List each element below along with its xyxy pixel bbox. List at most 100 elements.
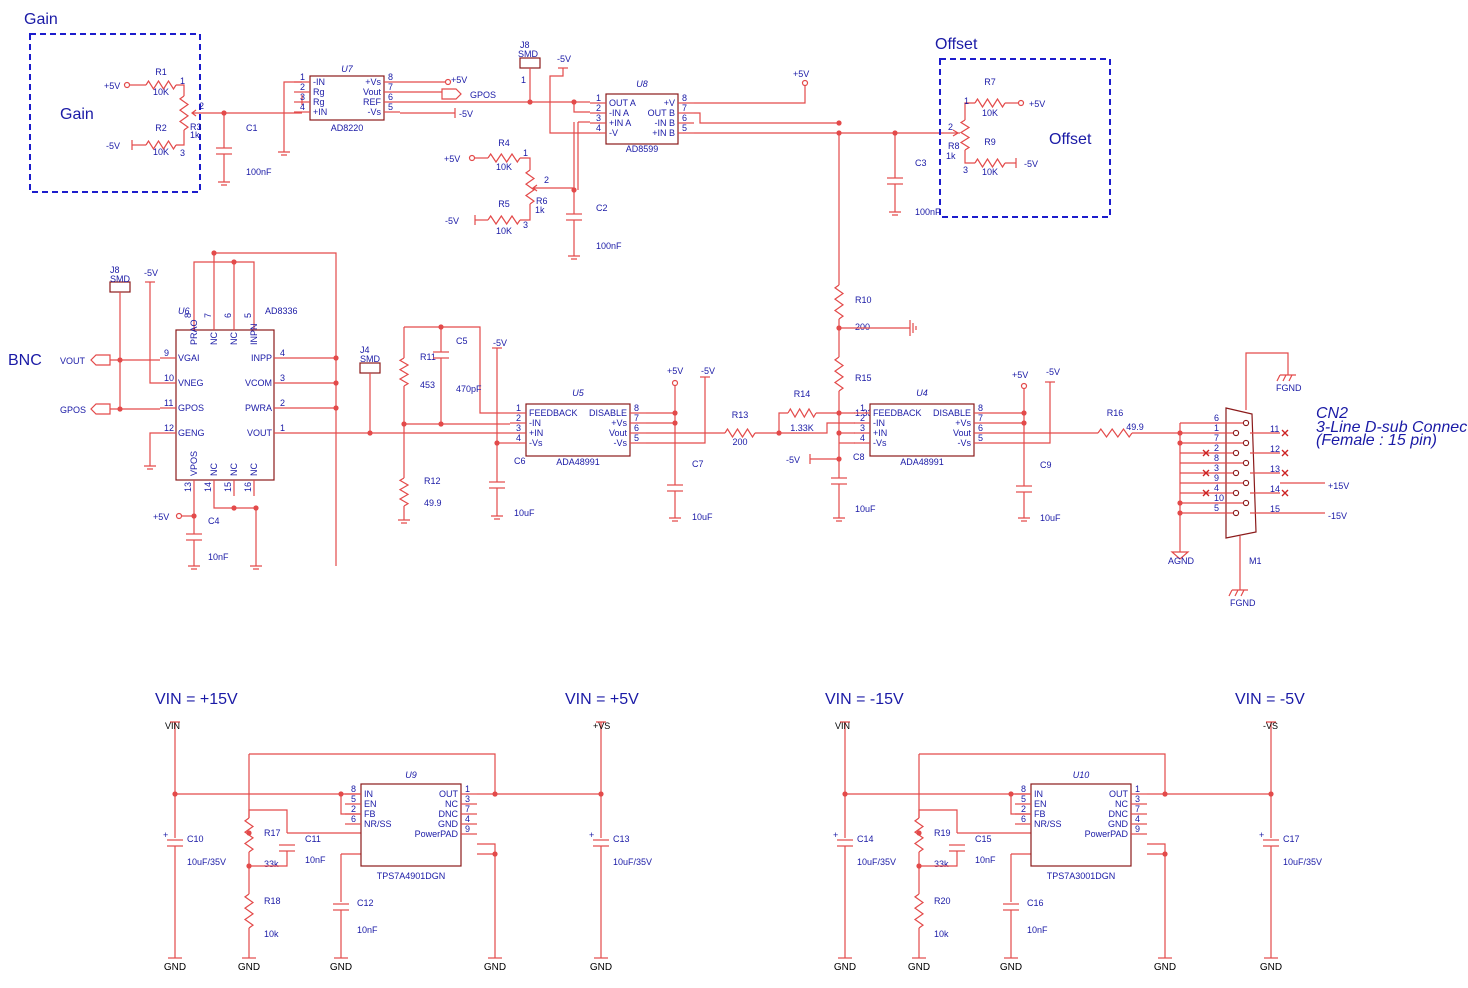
bnc-label: BNC — [8, 352, 42, 369]
resistor-value: 10K — [153, 87, 169, 97]
pin-number: 4 — [280, 348, 285, 358]
pot-value: 1k — [535, 205, 545, 215]
pin-name: +IN B — [652, 128, 675, 138]
resistor-value: 200 — [855, 322, 870, 332]
pin-name: +IN A — [609, 118, 631, 128]
power-terminal-label: +5V — [1012, 370, 1028, 380]
fgnd-symbol-m1 — [1228, 589, 1248, 597]
power-terminal-label: +5V — [793, 69, 809, 79]
resistor-ref: R12 — [424, 476, 441, 486]
capacitor-value: 10uF — [1040, 513, 1061, 523]
pin-name: OUT A — [609, 98, 636, 108]
capacitor-ref: C12 — [357, 898, 374, 908]
pin-number: 3 — [300, 92, 305, 102]
vout-supply-symbol: +VS — [593, 721, 610, 731]
ground-symbol — [188, 565, 200, 570]
pot-pin-number: 3 — [523, 220, 528, 230]
jumper-pin: 1 — [521, 75, 526, 85]
capacitor-value: 100nF — [246, 167, 272, 177]
no-connect-mark — [1281, 449, 1289, 457]
power-terminal: +5V — [793, 69, 809, 87]
jumper-type: SMD — [360, 354, 381, 364]
capacitor-ref: C9 — [1040, 460, 1052, 470]
ground-symbol — [144, 465, 156, 470]
pin-name: +IN — [313, 107, 327, 117]
pin-name: DNC — [1109, 809, 1129, 819]
no-connect-mark — [1202, 469, 1210, 477]
no-connect-mark — [1202, 489, 1210, 497]
ground-symbol — [398, 519, 410, 524]
gnd-symbol: GND — [908, 957, 930, 973]
resistor-ref: R1 — [155, 67, 167, 77]
power-terminal-label: +5V — [1029, 99, 1045, 109]
pin-name: -IN A — [609, 108, 629, 118]
pin-number: 15 — [223, 482, 233, 492]
resistor-ref: R13 — [732, 410, 749, 420]
polarity-mark: + — [1259, 830, 1264, 840]
resistor-ref: R11 — [420, 352, 436, 362]
pin-number: 1 — [300, 72, 305, 82]
pin-number: 7 — [682, 103, 687, 113]
dsub-pin-number: 13 — [1270, 464, 1280, 474]
dsub-pin-number: 11 — [1270, 424, 1279, 434]
pin-number: 2 — [351, 804, 356, 814]
capacitor-value: 10nF — [208, 552, 229, 562]
pin-number: 3 — [280, 373, 285, 383]
junction-dot — [1177, 440, 1183, 446]
pin-name: NC — [229, 463, 239, 476]
gnd-symbol: GND — [1000, 957, 1022, 973]
pin-number: 2 — [860, 413, 865, 423]
junction-dot — [1177, 510, 1183, 516]
capacitor-ref: C3 — [915, 158, 927, 168]
dsub-pin-number: 15 — [1270, 504, 1280, 514]
gnd-symbol: GND — [164, 957, 186, 973]
capacitor-ref: C13 — [613, 834, 630, 844]
pin-name: Rg — [313, 87, 325, 97]
ground-symbol — [568, 255, 580, 260]
gain-box-label: Gain — [60, 106, 94, 123]
junction-dot — [492, 791, 498, 797]
pin-name: Rg — [313, 97, 325, 107]
capacitor-value: 10nF — [1027, 925, 1048, 935]
potentiometer-r8 — [959, 119, 971, 151]
pin-name: -IN B — [654, 118, 675, 128]
pin-name: VNEG — [178, 378, 204, 388]
pin-number: 1 — [1135, 784, 1140, 794]
pin-number: 6 — [634, 423, 639, 433]
capacitor-value: 10uF/35V — [857, 857, 896, 867]
pin-number: 1 — [516, 403, 521, 413]
pot-pin-number: 1 — [964, 96, 969, 106]
resistor-ref: R16 — [1107, 408, 1124, 418]
capacitor-value: 10uF/35V — [1283, 857, 1322, 867]
capacitor-ref: C5 — [456, 336, 468, 346]
pin-number: 11 — [164, 398, 173, 408]
gnd-symbol: GND — [590, 957, 612, 973]
pin-number: 1 — [465, 784, 470, 794]
capacitor-ref: C7 — [692, 459, 704, 469]
ic-ref: U9 — [405, 770, 417, 780]
capacitor-value: 10uF/35V — [187, 857, 226, 867]
power-bar: -5V — [445, 215, 476, 226]
resistor-ref: R2 — [155, 123, 167, 133]
m15v-label: -15V — [1328, 511, 1347, 521]
ic-part: AD8599 — [626, 144, 659, 154]
dsub-pin-number: 8 — [1214, 453, 1219, 463]
pin-name: VOUT — [247, 428, 273, 438]
gain-dashed-box — [29, 33, 201, 193]
pin-number: 2 — [596, 103, 601, 113]
pin-name: IN — [1034, 789, 1043, 799]
capacitor-ref: C2 — [596, 203, 608, 213]
dsub-pin-number: 10 — [1214, 493, 1224, 503]
